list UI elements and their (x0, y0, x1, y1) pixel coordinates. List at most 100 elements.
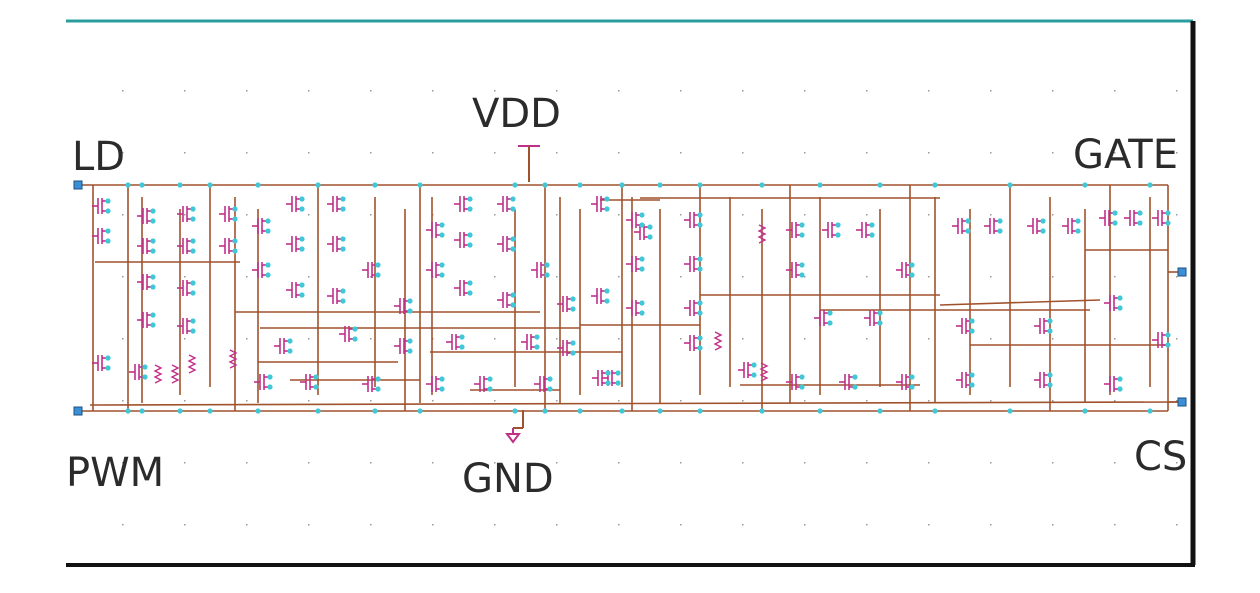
node-dot (142, 364, 148, 370)
node-dot (255, 182, 261, 188)
resistor-zigzag-icon (713, 331, 723, 351)
node-dot (877, 182, 883, 188)
node-dot (190, 328, 196, 334)
grid-dot (1176, 276, 1178, 278)
node-dot (799, 262, 805, 268)
grid-dot (122, 524, 124, 526)
node-dot (439, 386, 445, 392)
mosfet-symbol-icon (177, 206, 193, 222)
pwm-port-icon[interactable] (73, 406, 83, 416)
grid-dot (184, 524, 186, 526)
cs-port-icon[interactable] (1177, 397, 1187, 407)
node-dot (852, 384, 858, 390)
mosfet-symbol-icon (684, 256, 700, 272)
node-dot (909, 262, 915, 268)
grid-dot (866, 214, 868, 216)
mosfet-symbol-icon (1104, 295, 1120, 311)
node-dot (439, 272, 445, 278)
grid-dot (246, 152, 248, 154)
node-dot (1117, 386, 1123, 392)
grid-dot (370, 276, 372, 278)
grid-dot (990, 152, 992, 154)
node-dot (150, 248, 156, 254)
node-dot (997, 218, 1003, 224)
grid-dot (928, 400, 930, 402)
node-dot (639, 310, 645, 316)
grid-dot (184, 152, 186, 154)
grid-dot (804, 338, 806, 340)
grid-dot (742, 214, 744, 216)
grid-dot (742, 276, 744, 278)
grid-dot (246, 214, 248, 216)
grid-dot (1052, 152, 1054, 154)
gnd-supply-icon[interactable] (505, 410, 524, 444)
grid-dot (866, 524, 868, 526)
node-dot (255, 408, 261, 414)
gnd-label: GND (462, 456, 554, 502)
node-dot (407, 338, 413, 344)
ld-port-icon[interactable] (73, 180, 83, 190)
node-dot (439, 262, 445, 268)
mosfet-symbol-icon (1034, 318, 1050, 334)
node-dot (1075, 218, 1081, 224)
vdd-supply-icon[interactable] (518, 145, 540, 182)
grid-dot (1052, 524, 1054, 526)
node-dot (1165, 210, 1171, 216)
grid-dot (556, 338, 558, 340)
node-dot (340, 298, 346, 304)
grid-dot (1114, 462, 1116, 464)
node-dot (697, 266, 703, 272)
node-dot (751, 362, 757, 368)
grid-dot (1176, 152, 1178, 154)
gate-port-icon[interactable] (1177, 267, 1187, 277)
grid-dot (556, 214, 558, 216)
node-dot (190, 318, 196, 324)
node-dot (232, 206, 238, 212)
node-dot (697, 212, 703, 218)
node-dot (817, 182, 823, 188)
grid-dot (618, 338, 620, 340)
node-dot (969, 318, 975, 324)
node-dot (459, 344, 465, 350)
node-dot (1047, 328, 1053, 334)
mosfet-symbol-icon (896, 262, 912, 278)
grid-dot (742, 152, 744, 154)
node-dot (1040, 218, 1046, 224)
grid-dot (1114, 338, 1116, 340)
node-dot (105, 228, 111, 234)
grid-dot (804, 524, 806, 526)
node-dot (799, 232, 805, 238)
node-dot (232, 238, 238, 244)
grid-dot (494, 214, 496, 216)
grid-dot (370, 214, 372, 216)
grid-dot (494, 90, 496, 92)
grid-dot (1114, 276, 1116, 278)
node-dot (969, 372, 975, 378)
grid-dot (370, 400, 372, 402)
node-dot (697, 300, 703, 306)
node-dot (510, 302, 516, 308)
node-dot (340, 288, 346, 294)
node-dot (570, 350, 576, 356)
grid-dot (1052, 276, 1054, 278)
grid-dot (928, 338, 930, 340)
node-dot (150, 238, 156, 244)
resistor-zigzag-icon (228, 349, 238, 369)
node-dot (340, 246, 346, 252)
grid-dot (742, 462, 744, 464)
grid-dot (1114, 400, 1116, 402)
node-dot (827, 310, 833, 316)
node-dot (604, 288, 610, 294)
grid-dot (122, 90, 124, 92)
node-dot (570, 296, 576, 302)
node-dot (265, 262, 271, 268)
grid-dot (122, 152, 124, 154)
node-dot (190, 248, 196, 254)
node-dot (544, 262, 550, 268)
grid-dot (122, 462, 124, 464)
grid-dot (370, 524, 372, 526)
grid-dot (742, 338, 744, 340)
grid-dot (1052, 214, 1054, 216)
node-dot (1047, 372, 1053, 378)
node-dot (139, 182, 145, 188)
